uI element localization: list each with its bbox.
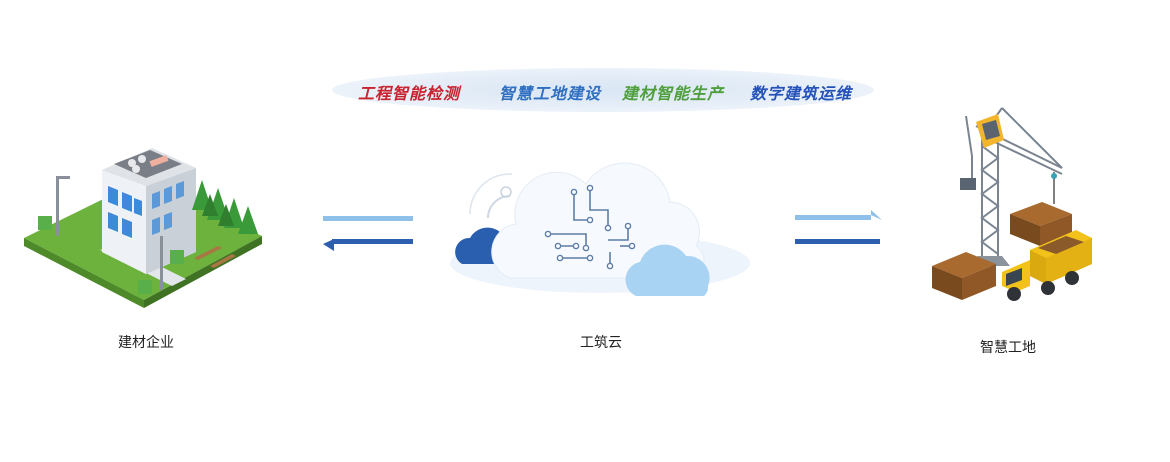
tag-engineering-inspection: 工程智能检测 <box>358 84 461 103</box>
node-label-cloud-platform: 工筑云 <box>580 335 622 351</box>
tag-banner <box>332 68 874 112</box>
arrow-light-bar <box>323 216 413 221</box>
building-icon <box>24 148 262 308</box>
crane-site-icon <box>932 107 1092 301</box>
right-arrow-icon <box>795 210 882 244</box>
tag-smart-site-construction: 智慧工地建设 <box>499 84 602 103</box>
node-label-smart-site: 智慧工地 <box>980 340 1036 356</box>
tag-smart-material-production: 建材智能生产 <box>622 84 725 103</box>
left-arrow-icon <box>323 216 413 251</box>
node-label-building-enterprise: 建材企业 <box>118 335 174 351</box>
arrow-dark-bar <box>332 239 413 244</box>
tag-digital-building-operation: 数字建筑运维 <box>750 84 853 103</box>
cloud-icon <box>450 162 750 296</box>
